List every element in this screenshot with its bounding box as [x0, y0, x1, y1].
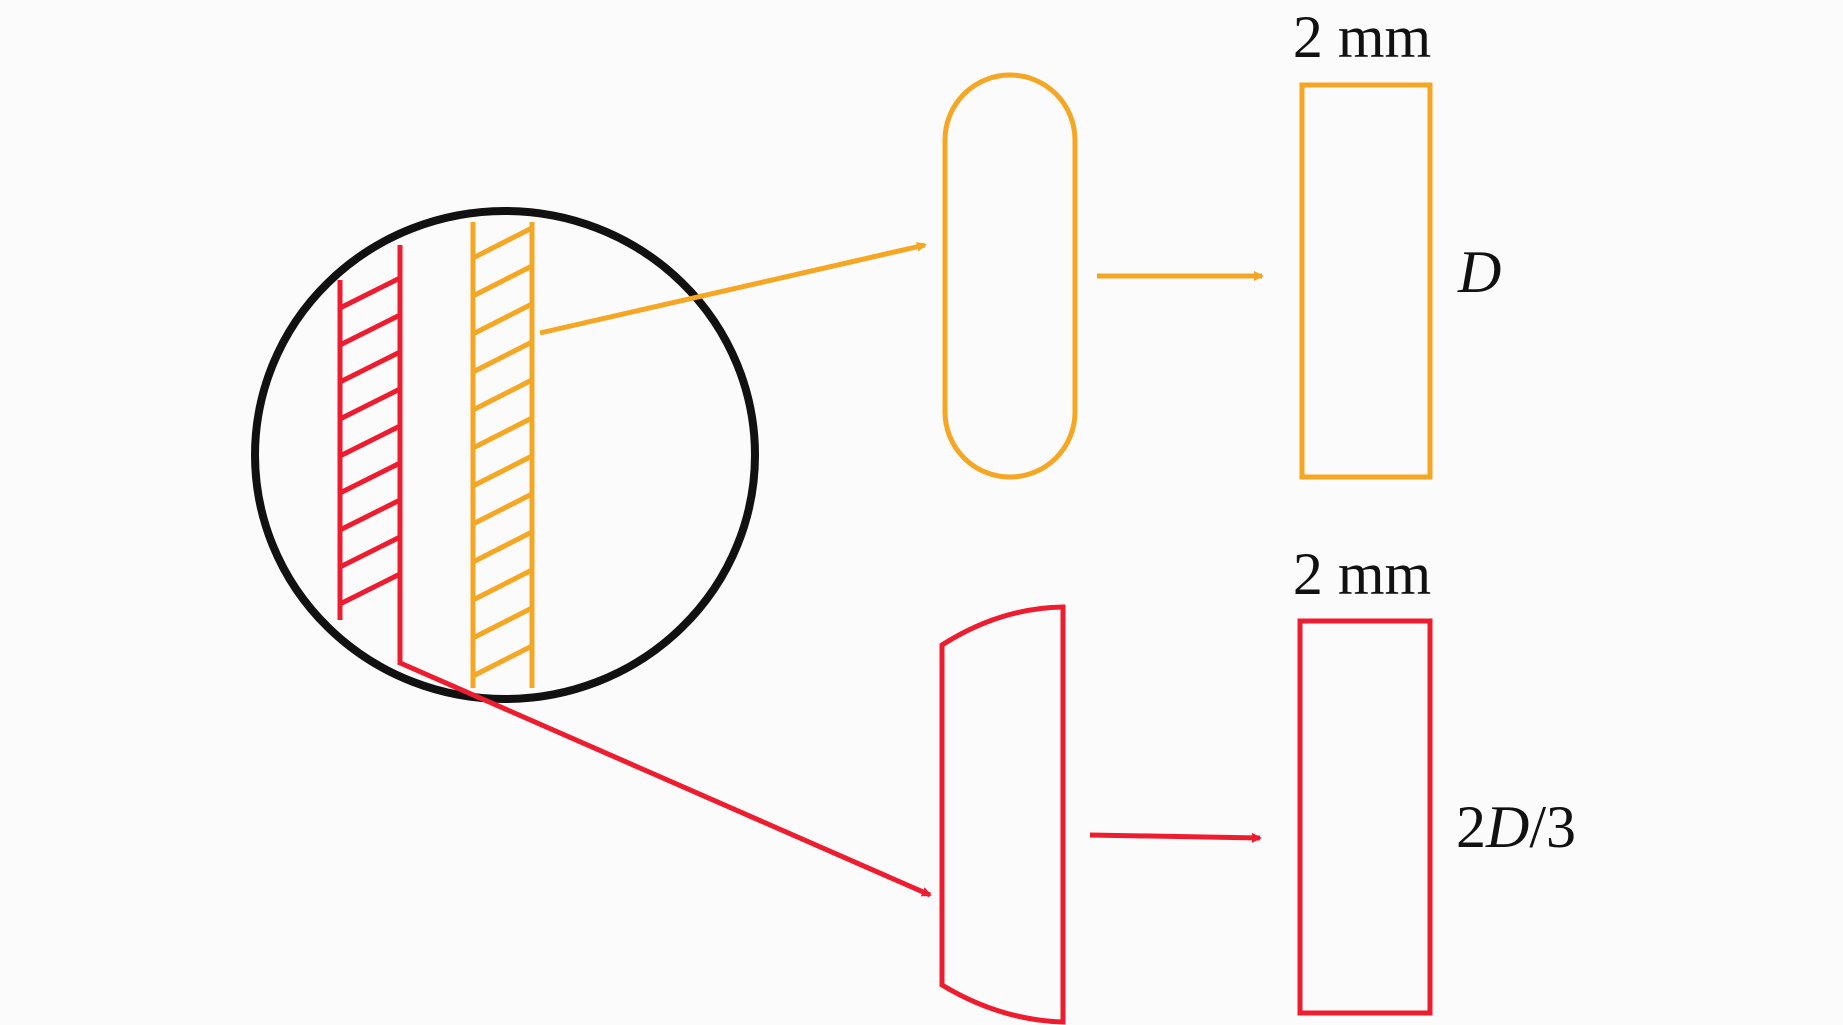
top-width-label: 2 mm: [1293, 4, 1431, 70]
orange-hatch-lines: [471, 225, 534, 679]
orange-hatched-strip: [470, 222, 535, 688]
orange-arrow-to-capsule: [539, 241, 927, 336]
bottom-height-prefix: 2: [1456, 794, 1486, 860]
bottom-height-suffix: /3: [1529, 794, 1576, 860]
red-hatch-lines: [338, 275, 402, 607]
red-rectangle: [1297, 618, 1433, 1016]
top-height-label: D: [1457, 239, 1501, 305]
red-curved-slice: [939, 604, 1066, 1025]
bottom-height-label: 2D/3: [1456, 794, 1576, 860]
bottom-height-var: D: [1485, 794, 1529, 860]
red-arrow-to-slice: [396, 659, 932, 898]
red-hatched-strip: [337, 245, 403, 662]
orange-rectangle: [1299, 82, 1433, 480]
orange-capsule-slice: [942, 72, 1078, 480]
cross-section-circle: [251, 207, 759, 703]
red-arrow-to-rectangle: [1089, 832, 1262, 843]
bottom-width-label: 2 mm: [1293, 541, 1431, 607]
